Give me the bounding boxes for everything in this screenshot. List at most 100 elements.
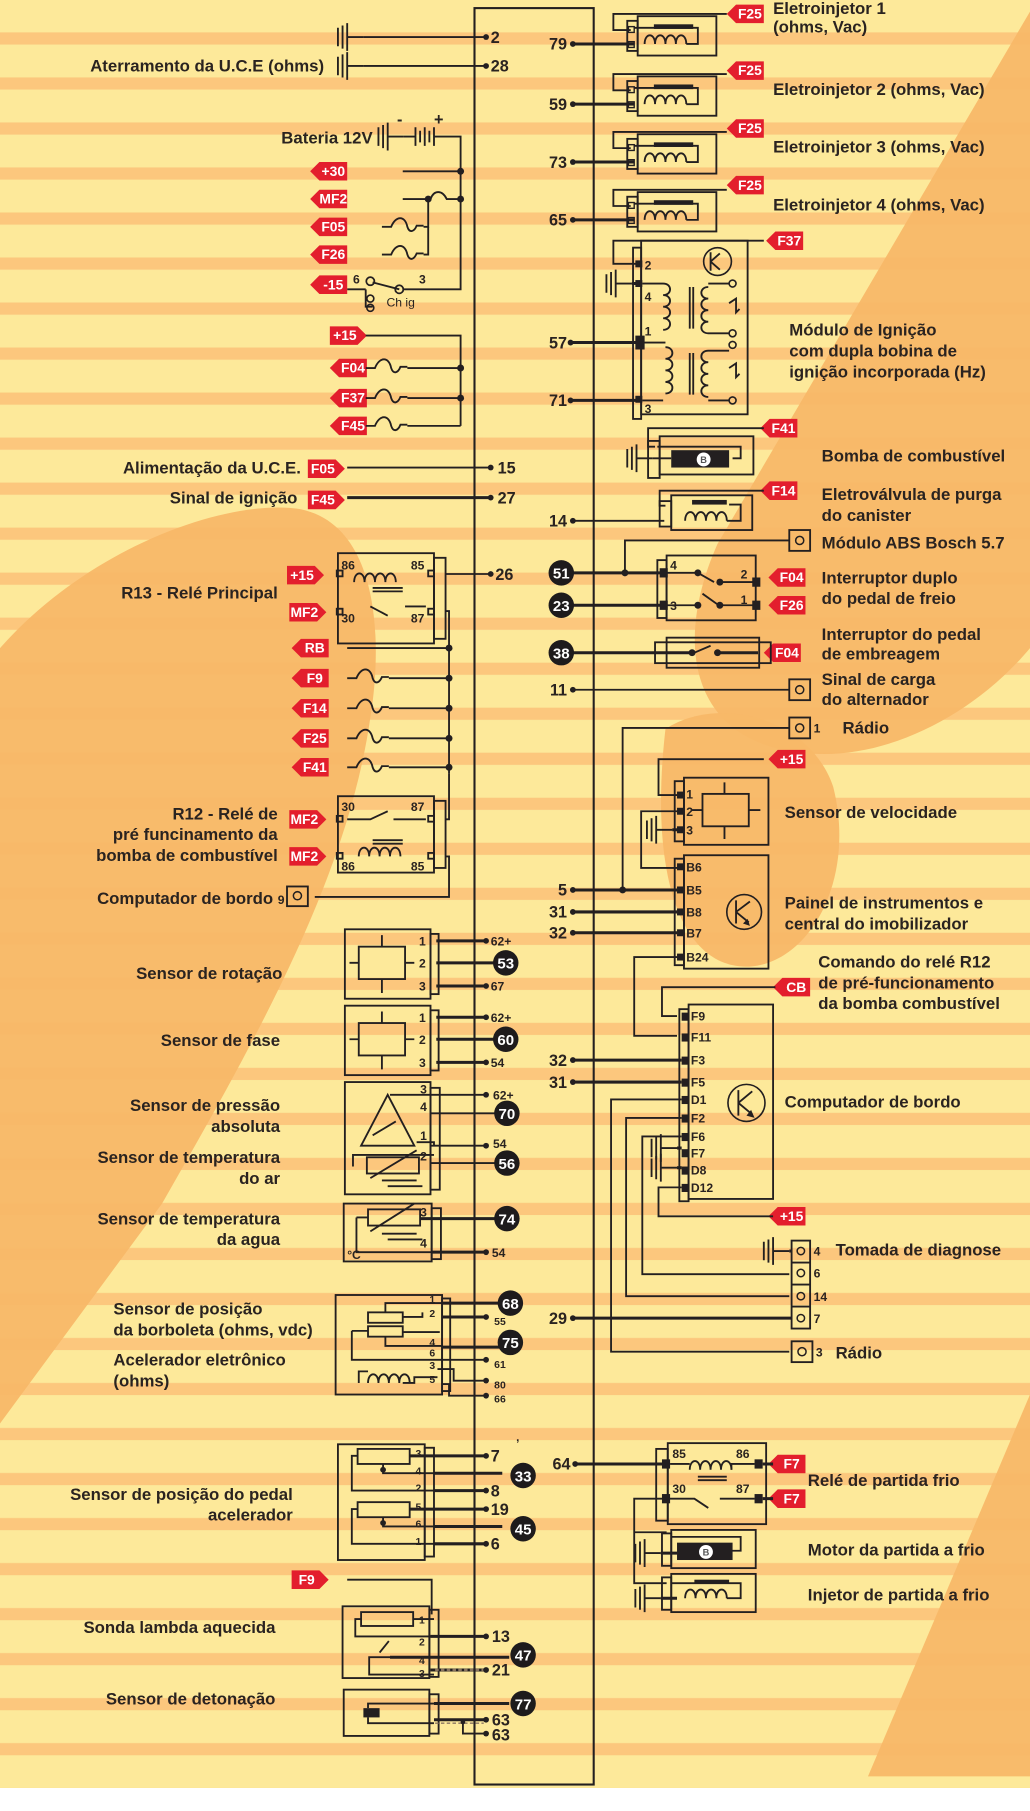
panel-pin: B6 — [686, 860, 702, 874]
speed-pin: 3 — [686, 823, 693, 837]
fuse-tag: +15 — [768, 1207, 806, 1226]
clutch-switch[interactable]: Interruptor do pedal de embreagem 38 — [548, 625, 981, 669]
pin-label: 2 — [429, 1309, 435, 1320]
fuse-tag: MF2 — [310, 189, 347, 209]
pin-label: 4 — [429, 1338, 435, 1349]
ecu-pin-badge: 56 — [494, 1150, 520, 1176]
svg-text:23: 23 — [553, 598, 570, 615]
relay-terminal: 30 — [672, 1482, 686, 1496]
sensor-throttle[interactable]: Sensor de posição da borboleta (ohms, vd… — [113, 1290, 524, 1406]
battery: Bateria 12V - + — [281, 111, 462, 291]
fuel-pump[interactable]: Bomba de combustível B — [626, 427, 1005, 479]
tag-label: F04 — [780, 569, 804, 585]
fuse-tag: F41 — [291, 758, 329, 777]
r12-label-line-2: pré funcinamento da — [113, 825, 279, 844]
fuse-tag: F45 — [329, 416, 367, 436]
pin-label: 3 — [420, 1083, 427, 1097]
tag-shape — [763, 643, 801, 662]
brake-label-2: do pedal de freio — [822, 589, 956, 608]
tag-shape — [310, 245, 348, 264]
fuse-tag: +30 — [310, 162, 348, 181]
speed-sensor[interactable]: Sensor de velocidade 1 2 3 — [640, 758, 957, 869]
radio-connector-1[interactable]: 1 Rádio — [621, 716, 889, 890]
tag-label: F37 — [341, 390, 365, 406]
sensor-knock[interactable]: Sensor de detonação 63 63 77 — [106, 1688, 536, 1745]
sensor-lambda[interactable]: Sonda lambda aquecida 1 2 4 3 13 21 47 — [84, 1578, 536, 1680]
trip-computer-connector[interactable]: Computador de bordo 9 — [97, 885, 309, 908]
tag-shape — [766, 231, 804, 250]
cold-start-relay-label: Relé de partida frio — [808, 1471, 960, 1490]
injector-label: Eletroinjetor 4 (ohms, Vac) — [773, 196, 985, 215]
pin-label: 2 — [415, 1484, 421, 1495]
radio-label-3: Rádio — [836, 1344, 883, 1363]
sensor-map-air-temp[interactable]: Sensor de pressão absoluta Sensor de tem… — [97, 1081, 520, 1196]
ecu-pin-badge: 77 — [510, 1690, 536, 1717]
cold-start-relay[interactable]: Relé de partida frio 64 85 86 30 87 — [553, 1442, 960, 1585]
diagnostic-connector[interactable]: Tomada de diagnose 4 6 14 7 29 — [549, 1236, 1001, 1330]
r12-label-line-1: R12 - Relé de — [172, 804, 277, 823]
alternator-signal[interactable]: Sinal de carga do alternador 11 — [550, 670, 936, 709]
relay-r12[interactable]: R12 - Relé de pré funcinamento da bomba … — [96, 773, 450, 898]
canister-valve[interactable]: Eletroválvula de purga do canister 14 — [549, 485, 1002, 531]
pin-15: 15 — [498, 459, 516, 477]
trip-computer[interactable]: Computador de bordo 32 31 F9F11F3F5D1F2F… — [549, 1003, 961, 1353]
trip-computer-pin: F2 — [691, 1112, 705, 1126]
highlight-blob-panel — [661, 713, 840, 967]
radio-pin-1: 1 — [814, 722, 821, 736]
r13-terminal-87: 87 — [411, 612, 425, 626]
sensor-pedal[interactable]: Sensor de posição do pedal acelerador 3 … — [70, 1443, 536, 1561]
ecu-pin-badge: 38 — [548, 639, 575, 666]
brake-terminal: 3 — [670, 599, 677, 613]
pin-26: 26 — [495, 566, 513, 584]
tag-label: MF2 — [290, 848, 318, 864]
ignition-signal: Sinal de ignição 27 — [170, 488, 516, 507]
trip-computer-label: Computador de bordo — [97, 889, 273, 908]
ecu-pin-badge: 51 — [548, 560, 575, 586]
pin-label: 2 — [420, 1150, 427, 1164]
instrument-panel[interactable]: Painel de instrumentos e central do imob… — [549, 854, 983, 1037]
ignition-terminal-3: 3 — [645, 402, 652, 416]
tag-shape — [329, 388, 367, 408]
trip-computer-pin: F5 — [691, 1076, 705, 1090]
cold-start-injector-label: Injetor de partida a frio — [808, 1586, 990, 1605]
tag-shape — [291, 698, 329, 718]
abs-module[interactable]: Módulo ABS Bosch 5.7 — [624, 529, 1005, 573]
sensor-water-temp[interactable]: Sensor de temperatura da agua 3 4 °C 54 … — [97, 1202, 520, 1263]
brake-switch[interactable]: Interruptor duplo do pedal de freio 4 2 … — [548, 554, 958, 622]
r13-label: R13 - Relé Principal — [121, 583, 278, 602]
pin-label: 3 — [429, 1361, 435, 1372]
ecu-pin-badge: 33 — [510, 1462, 536, 1489]
tag-shape — [329, 358, 367, 378]
sensor-phase[interactable]: Sensor de fase 1 2 3 62+ 54 60 — [161, 1004, 519, 1077]
ignition-terminal-4: 4 — [645, 290, 652, 304]
fuse-tag: F14 — [760, 481, 798, 500]
trip-computer-pin: F7 — [691, 1146, 705, 1160]
relay-r13[interactable]: R13 - Relé Principal 86 85 30 87 26 — [121, 552, 513, 774]
battery-minus: - — [397, 111, 402, 129]
ignition-terminal-1: 1 — [645, 325, 652, 339]
ignition-module-label-1: Módulo de Ignição — [789, 321, 936, 340]
ecu-box[interactable] — [473, 7, 595, 1786]
stray-mark: , — [516, 1432, 519, 1444]
ignition-module[interactable]: Módulo de Ignição com dupla bobina de ig… — [549, 239, 986, 420]
pin-label: 6 — [415, 1520, 421, 1531]
sensor-rotation[interactable]: Sensor de rotação 1 2 3 62+ 67 53 — [136, 928, 519, 1000]
pin-2: 2 — [491, 29, 500, 47]
knock-label: Sensor de detonação — [106, 1690, 276, 1709]
cold-start-injector[interactable]: Injetor de partida a frio — [634, 1572, 990, 1614]
fuse-tag: F26 — [768, 596, 806, 615]
relay-terminal: 85 — [672, 1447, 686, 1461]
tag-shape — [726, 4, 764, 24]
throttle-label-2: da borboleta (ohms, vdc) — [113, 1321, 312, 1340]
pin-label: 4 — [415, 1466, 421, 1477]
clutch-label-2: de embreagem — [822, 645, 940, 664]
radio-connector-3[interactable]: 3 Rádio — [790, 1340, 883, 1364]
pin-label: 3 — [419, 980, 426, 994]
cold-start-motor[interactable]: Motor da partida a frio B — [634, 1529, 985, 1570]
ecu-pin-badge: 75 — [497, 1329, 524, 1356]
fuse-tag: F25 — [726, 4, 764, 24]
